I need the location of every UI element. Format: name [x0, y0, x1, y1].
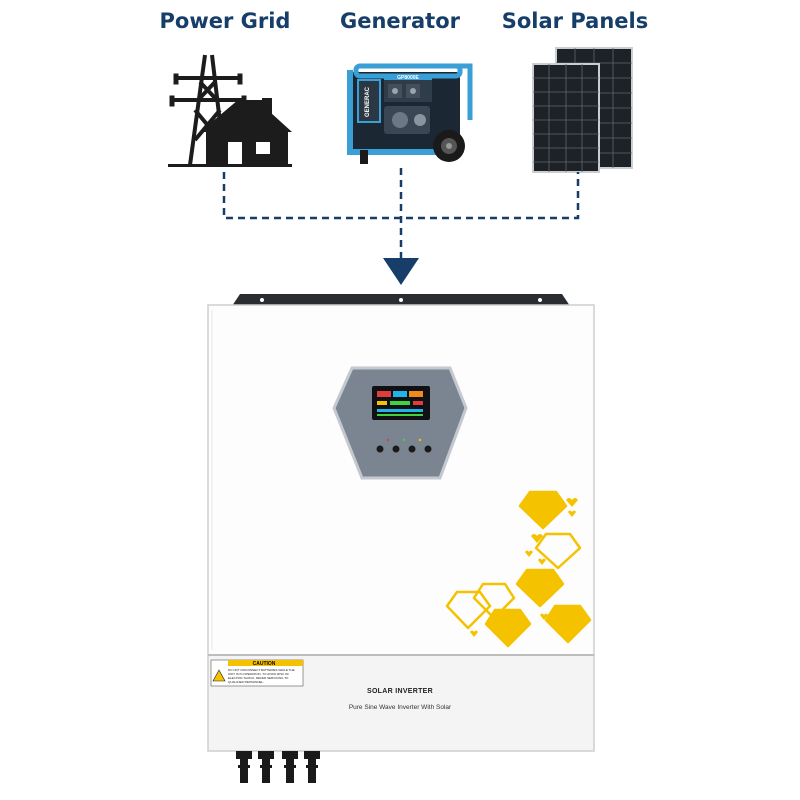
inverter-subtitle: Pure Sine Wave Inverter With Solar — [348, 704, 452, 711]
generator-brand: GENERAC — [365, 86, 371, 117]
generator-model: GP8000E — [397, 75, 419, 81]
cable-connectors — [236, 751, 320, 783]
power-grid-label: Power Grid — [159, 9, 291, 33]
power-grid-icon — [168, 54, 292, 167]
arrow-down-icon — [383, 258, 419, 285]
generator-icon: GENERAC GP8000E — [347, 63, 473, 164]
warning-icon — [212, 669, 226, 682]
dashed-connector-lines — [222, 168, 580, 258]
caution-heading: CAUTION — [252, 661, 276, 667]
gem-decoration — [445, 490, 592, 648]
control-buttons — [376, 438, 432, 453]
caution-note: DO NOT DISCONNECT BATTERIES WHILE THE UN… — [228, 668, 295, 684]
inverter-title: SOLAR INVERTER — [366, 688, 434, 695]
solar-panels-icon — [532, 47, 633, 173]
control-panel — [332, 366, 468, 480]
heart-decoration — [470, 498, 578, 637]
generator-label: Generator — [339, 9, 461, 33]
solar-panels-label: Solar Panels — [501, 9, 649, 33]
solar-inverter-unit — [207, 294, 595, 783]
